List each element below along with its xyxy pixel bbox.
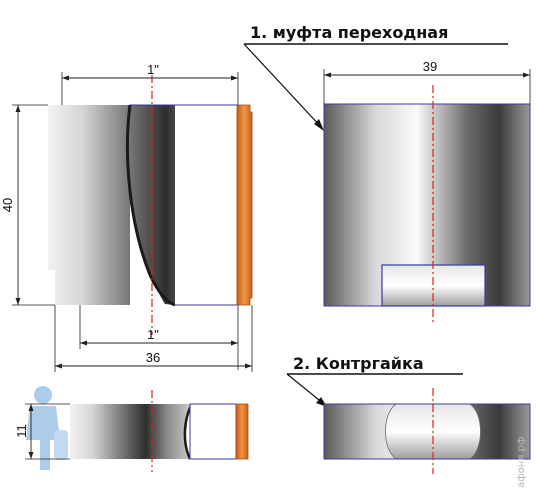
dimension-bottom-inner: 1" xyxy=(79,305,239,370)
locknut-section-bore xyxy=(189,403,237,460)
dim-label-top-right: 39 xyxy=(423,59,437,74)
part1-leader-arrow xyxy=(314,119,324,131)
dim-label-height-left: 40 xyxy=(0,198,15,212)
dimension-height-left: 40 xyxy=(0,104,55,306)
dimension-bottom-outer: 36 xyxy=(54,305,253,372)
coupling-bore-edge xyxy=(125,104,176,307)
locknut-section-body xyxy=(70,404,192,459)
dim-label-nut-height: 11 xyxy=(14,424,29,438)
part2-title: 2. Контргайка xyxy=(293,354,424,373)
locknut-section-view xyxy=(70,390,249,472)
locknut-front-view xyxy=(323,388,531,474)
dim-label-bottom-inner: 1" xyxy=(147,327,159,342)
dim-label-top-left: 1" xyxy=(147,62,159,77)
coupling-front-view xyxy=(323,85,531,325)
dimension-top-right: 39 xyxy=(323,59,531,104)
part1-leader-line xyxy=(243,43,323,129)
part1-title: 1. муфта переходная xyxy=(250,23,448,42)
coupling-inner-bore xyxy=(175,105,237,305)
locknut-section-thread xyxy=(235,403,249,460)
watermark-text: афоня.рф xyxy=(516,437,527,488)
plumber-logo-icon xyxy=(26,386,68,470)
dim-label-bottom-outer: 36 xyxy=(146,350,160,365)
locknut-front-outline xyxy=(323,403,531,460)
dimension-top-left: 1" xyxy=(61,62,239,105)
coupling-thread xyxy=(236,104,253,306)
part2-leader-line xyxy=(286,373,325,405)
coupling-side-view xyxy=(48,75,253,335)
dimension-nut-height: 11 xyxy=(14,403,70,460)
